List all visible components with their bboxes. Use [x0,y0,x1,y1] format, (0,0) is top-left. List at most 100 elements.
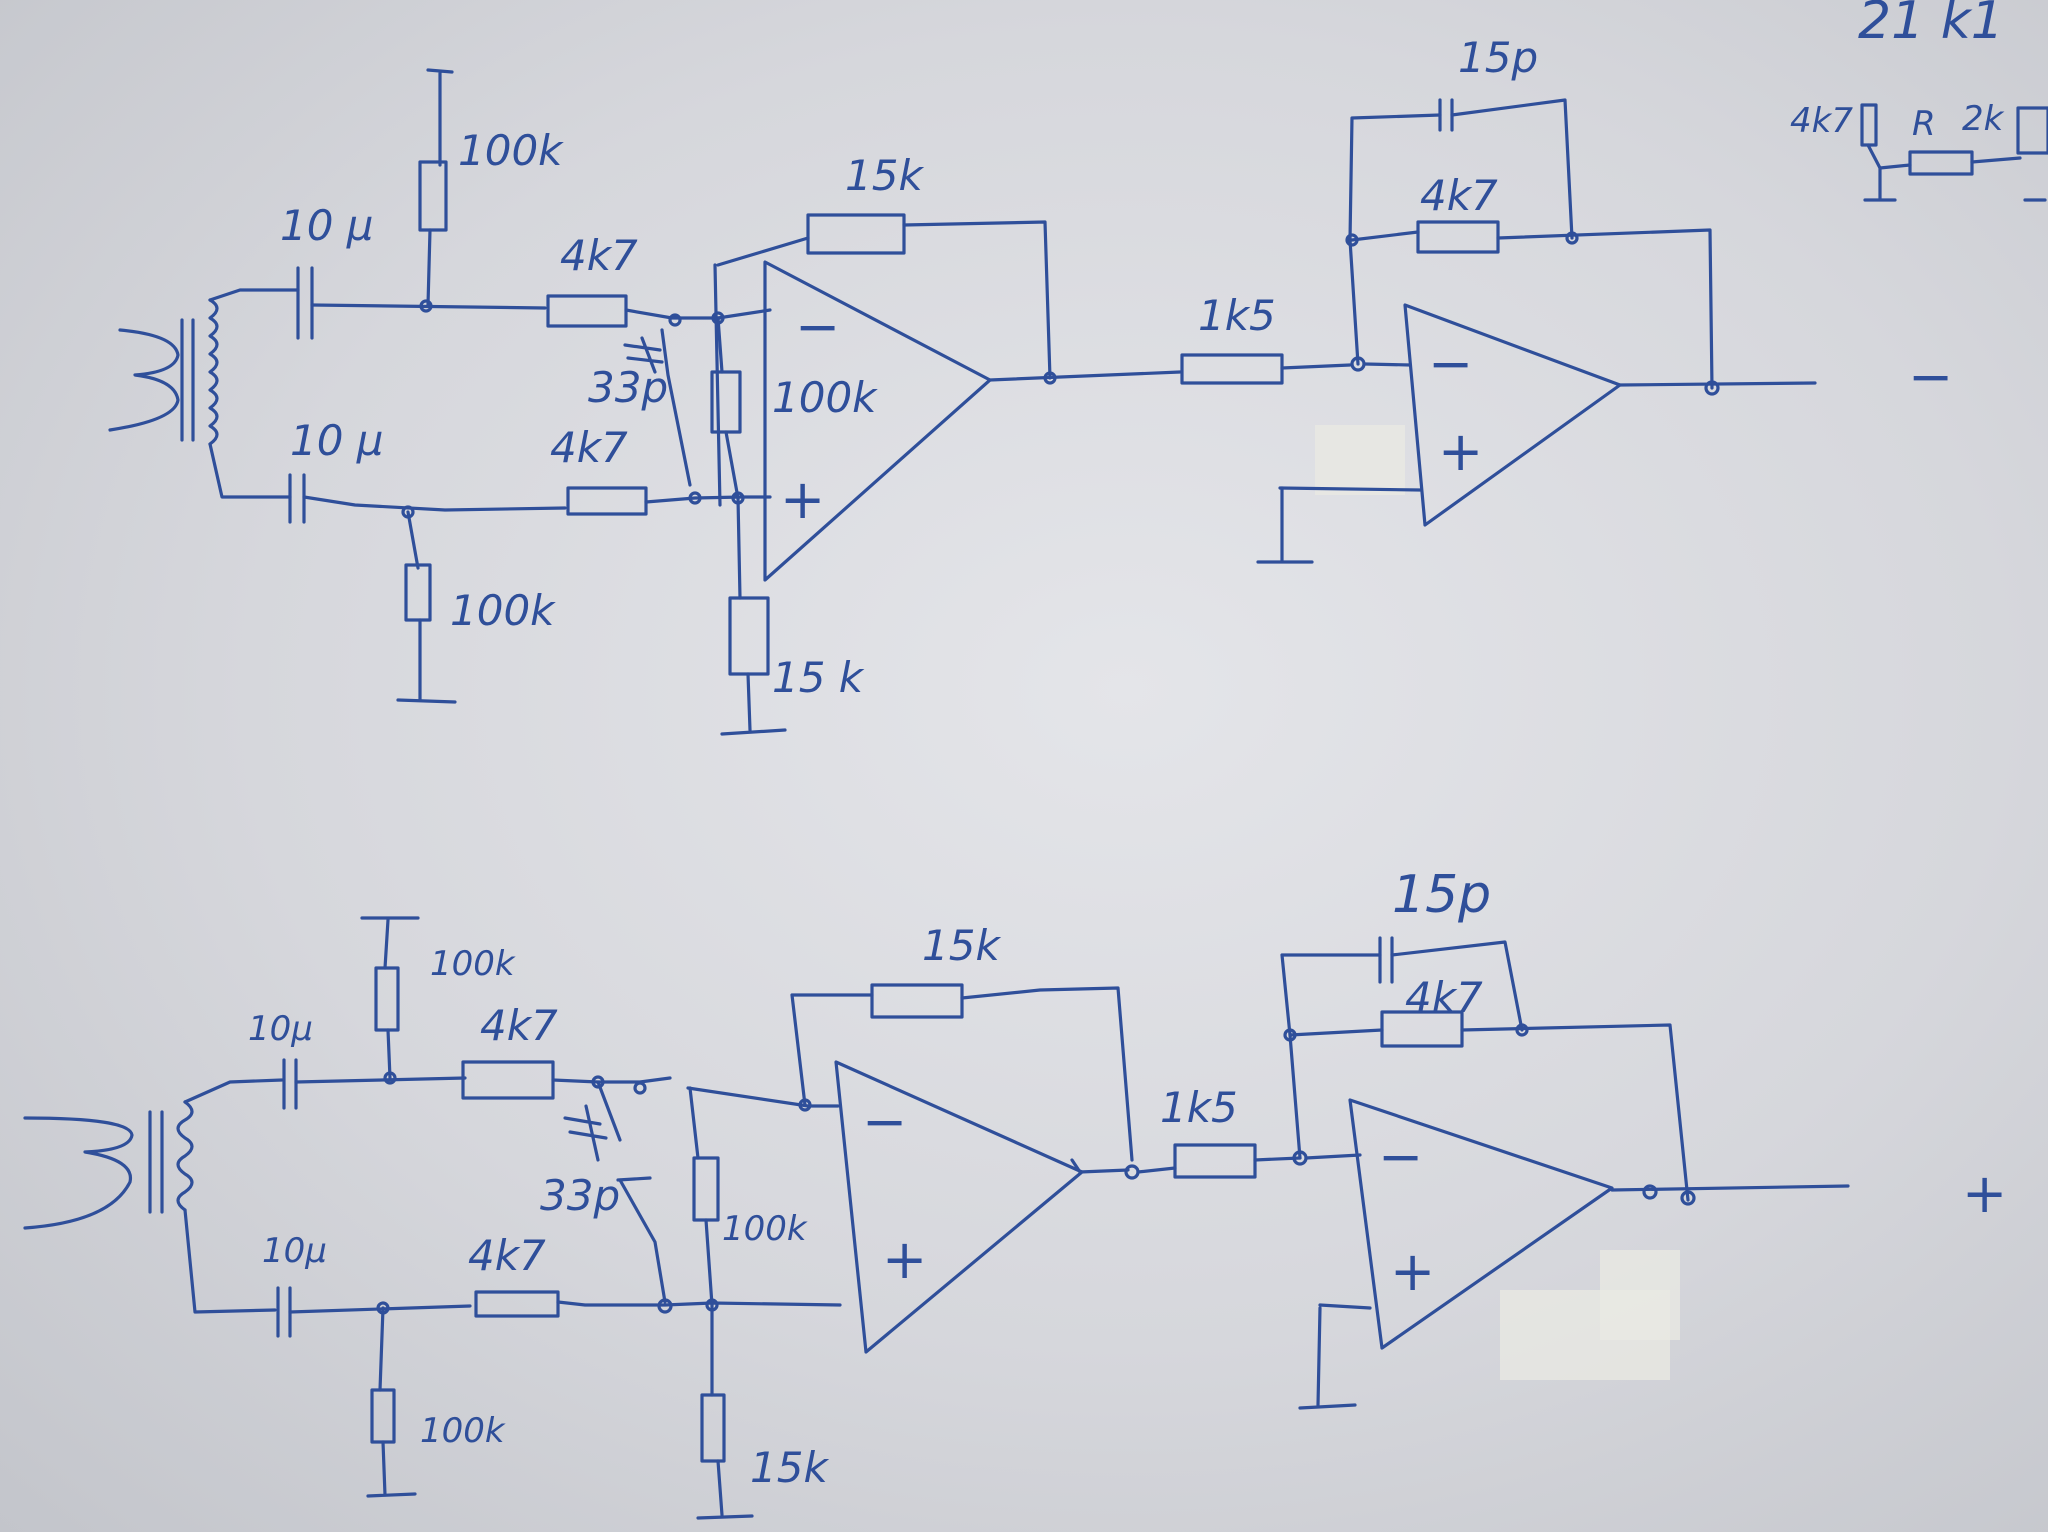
wire [704,1218,714,1307]
wire [381,1440,387,1497]
wire [644,495,744,504]
junction [1565,231,1579,245]
label-r-stage2-in: 1k5 [1198,291,1276,340]
output-sign-bottom: + [1962,1162,2007,1225]
output-junction [1642,1184,1658,1200]
corner-resistor-mid [1908,150,1974,176]
label-r-in-top: 4k7 [560,231,638,280]
transformer-symbol-top [108,298,219,446]
wire [746,672,752,732]
resistor-ground [728,596,770,676]
label-r-feedback-b: 15k [922,921,1001,970]
label-cap-mid: 33p [588,363,668,412]
wire [302,495,567,512]
capacitor-stage2-feedback-b [1378,936,1394,984]
wire [790,993,874,1107]
wire [716,316,724,374]
resistor-input-bottom-b [474,1290,560,1318]
wire [426,228,432,307]
wire [1280,363,1352,370]
junction [419,299,433,313]
label-r-mid: 100k [772,373,878,422]
label-r-stage2-in-b: 1k5 [1160,1083,1238,1132]
junction [383,1071,397,1085]
capacitor-stage2-feedback [1438,98,1454,132]
opamp-2-top: − + [1256,303,1622,564]
corner-wire [1970,156,2022,164]
corner-wire [1863,143,1897,202]
supply-rail-symbol [360,916,420,970]
wire [716,1459,724,1517]
label-cap-in-bottom-b: 10μ [262,1231,327,1271]
wire [1348,113,1442,366]
corner-fragment: 21 k1 4k7 R 2k [1790,0,2048,202]
resistor-ground-b [700,1393,726,1463]
corner-resistor-right [2016,106,2048,155]
label-r-bias-bottom: 100k [450,586,556,635]
corner-label-r-right: 2k [1962,99,2005,139]
label-r-bias-top-b: 100k [430,944,516,984]
opamp-2-bottom: − + [1298,1098,1614,1410]
circuit-bottom: 10μ 10μ 100k 100k 4k7 4k7 [23,865,2007,1520]
resistor-bias-top-b [374,966,400,1032]
resistor-mid-b [692,1156,720,1222]
junction [668,313,682,327]
capacitor-input-top-bottomcircuit [282,1058,298,1110]
label-r-stage2-fb-b: 4k7 [1405,973,1483,1022]
ground-symbol [696,1514,754,1520]
label-cap-in-top: 10 μ [280,201,374,250]
wire [406,510,420,570]
wire [716,236,810,267]
label-r-ground: 15 k [772,653,865,702]
wire [1280,953,1382,1160]
wire [960,986,1134,1162]
wire [386,1028,392,1080]
label-r-mid-b: 100k [722,1209,808,1249]
label-cap-stage2-fb: 15p [1458,33,1538,82]
wire [902,220,1052,380]
label-r-in-bottom-b: 4k7 [468,1231,546,1280]
opamp-2-minus-sign: − [1428,332,1473,395]
capacitor-input-bottom [288,473,306,524]
corner-header-text: 21 k1 [1858,0,2004,51]
capacitor-mid [623,328,692,487]
junction [1043,371,1057,385]
opamp-2-plus-sign-b: + [1390,1240,1435,1303]
wire [724,430,740,500]
correction-smudge [1500,1290,1670,1380]
wire [294,1076,467,1084]
ground-symbol [396,698,457,704]
opamp-1-minus-sign: − [795,295,840,358]
label-cap-mid-b: 33p [540,1171,620,1220]
correction-smudge [1315,425,1405,495]
label-r-in-bottom: 4k7 [550,423,628,472]
opamp-1-bottom: − + [686,1060,1084,1354]
wire [1610,1184,1850,1192]
corner-label-r-left: 4k7 [1790,101,1853,141]
wire [208,442,292,499]
wire [288,1304,472,1314]
junction [591,1075,605,1089]
corner-label-r-mid: R [1912,104,1936,144]
resistor-bias-top [418,160,448,232]
capacitor-mid-b [563,1080,667,1304]
wire [208,288,300,302]
label-cap-stage2-fb-b: 15p [1392,865,1491,925]
resistor-stage2-feedback [1416,220,1500,254]
opamp-1-minus-sign-b: − [862,1090,907,1153]
wire [556,1300,842,1307]
wire [1390,940,1524,1032]
wire [1496,228,1714,390]
wire [183,1208,277,1314]
ground-symbol [366,1492,417,1498]
resistor-stage2-input [1180,353,1284,385]
wire [1450,98,1574,240]
resistor-input-top-b [461,1060,555,1100]
label-cap-in-bottom: 10 μ [290,416,384,465]
corner-wire [1878,163,1912,170]
output-junction [1680,1190,1696,1206]
label-r-feedback: 15k [845,151,924,200]
opamp-2-plus-sign: + [1438,420,1483,483]
